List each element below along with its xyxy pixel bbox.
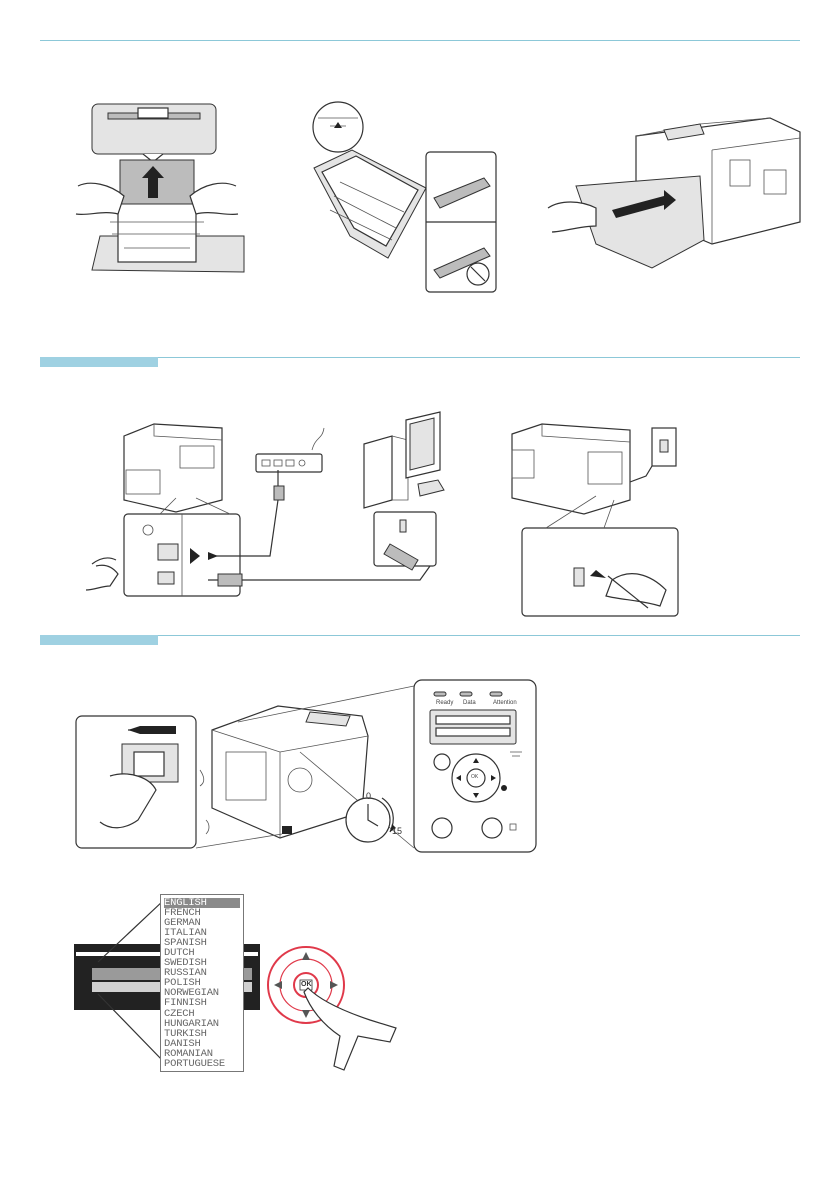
timer-end-label: 15 [392,826,402,836]
language-option[interactable]: PORTUGUESE [164,1059,240,1069]
timer-start-label: 0 [366,791,371,801]
power-cord-illustration [512,424,678,616]
data-label: Data [463,700,476,706]
paper-level-illustration [313,102,496,292]
ready-label: Ready [436,700,453,706]
printer-front-illustration [196,686,414,848]
network-usb-connection-illustration [86,412,444,596]
ok-button-label: OK [471,774,478,780]
insert-cassette-illustration [548,118,800,268]
ok-key-illustration [268,947,396,1070]
power-switch-illustration [76,716,196,848]
paper-guide-illustration [76,104,244,272]
attention-label: Attention [493,700,517,706]
ok-key-label: OK [301,981,312,988]
language-option[interactable]: FINNISH [164,998,240,1008]
